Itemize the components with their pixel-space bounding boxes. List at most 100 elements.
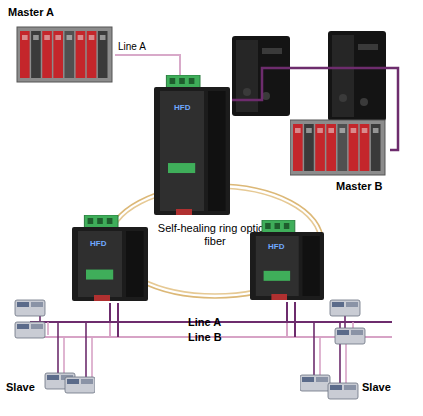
plc-module [42,31,52,78]
plc-module [31,31,41,78]
hfd-ring-node: HFD [152,75,232,217]
plc-module [53,31,63,78]
slave-module [330,300,360,316]
terminal-block [262,220,295,234]
plc-module [304,124,314,171]
cable-connector [287,302,300,322]
terminal-block [264,271,291,281]
slave-connector [337,330,349,335]
plc-module [98,31,108,78]
plc-led-strip [78,35,84,40]
master-plc: Master B [290,118,390,198]
slave-connector [302,377,314,382]
plc-module [371,124,381,171]
slave-connector [31,302,43,307]
fiber-loop [107,184,323,298]
slave-connector [316,377,328,382]
plc-led-strip [44,35,50,40]
terminal-screw [284,223,289,229]
terminal-block [168,163,195,173]
slave-module [300,375,330,391]
node-shape [152,75,232,217]
hfd-ring-node: HFD [248,220,326,302]
slave-connector [346,302,358,307]
plc-rack [17,27,112,82]
plc-module [87,31,97,78]
terminal-block [86,270,113,280]
plc-module [20,31,30,78]
fiber-port [271,294,287,300]
terminal-screw [107,218,113,224]
device-body [72,227,148,301]
device-fins [126,231,144,297]
plc-rack [290,120,385,175]
device-body [250,232,324,300]
node-shape [300,295,418,410]
bus-drop [117,303,119,337]
device-fins [303,236,320,296]
plc-led-strip [362,128,368,133]
plc-led-strip [373,128,379,133]
terminal-screw [275,223,280,229]
terminal-screw [97,218,103,224]
line-label: Line A [118,41,146,53]
converter-port [358,44,378,50]
terminal-screw [179,78,185,84]
bus-name: Line B [188,331,222,344]
plc-module [293,124,303,171]
device-body [154,87,230,215]
master-plc: Master A [5,5,115,85]
device-brand: HFD [268,242,284,251]
slave-module [335,328,365,344]
plc-led-strip [22,35,28,40]
slave-module [65,377,95,393]
slave-drop [85,322,87,377]
plc-module [65,31,75,78]
node-label: Slave [362,381,391,394]
converter-port [243,88,251,96]
node-label: Master A [8,6,54,19]
slave-module [328,383,358,399]
fiber-port [94,295,110,301]
slave-group: Slave [300,295,418,410]
converter-port [262,48,282,54]
slave-connector [67,379,79,384]
device-brand: HFD [90,239,106,248]
plc-module [349,124,359,171]
plc-module [76,31,86,78]
slave-drop [313,322,315,375]
slave-connector [81,379,93,384]
plc-led-strip [89,35,95,40]
device-front [160,91,204,211]
hfd-ring-node: HFD [70,215,150,303]
node-label: Master B [336,180,382,193]
plc-led-strip [55,35,61,40]
plc-led-strip [33,35,39,40]
plc-led-strip [306,128,312,133]
cable-connector [232,68,398,150]
slave-drop [47,322,49,335]
plc-module [360,124,370,171]
slave-module [15,300,45,316]
converter-port [339,94,347,102]
slave-drop [57,322,59,373]
plc-led-strip [328,128,334,133]
slave-connector [332,302,344,307]
slave-connector [17,324,29,329]
device-front [78,231,122,297]
slave-connector [31,324,43,329]
terminal-screw [189,78,195,84]
plc-led-strip [67,35,73,40]
plc-led-strip [351,128,357,133]
plc-led-strip [100,35,106,40]
plc-module [315,124,325,171]
plc-led-strip [295,128,301,133]
terminal-screw [170,78,176,84]
converter-body [328,31,386,121]
slave-connector [47,375,59,380]
slave-drop [319,337,321,375]
slave-drop [63,337,65,373]
slave-connector [17,302,29,307]
slave-connector [330,385,342,390]
